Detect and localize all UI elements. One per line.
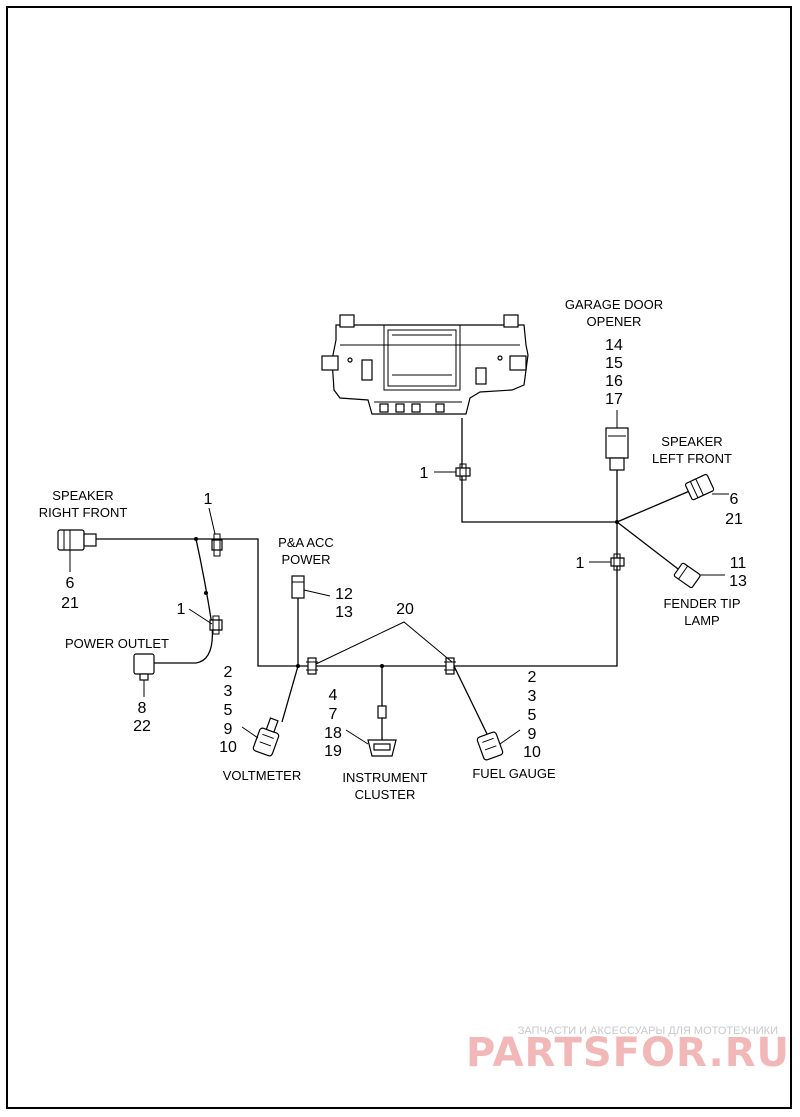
svg-text:15: 15 bbox=[605, 355, 623, 372]
garage-door-opener-numbers: 14 15 16 17 bbox=[605, 337, 623, 408]
svg-text:21: 21 bbox=[725, 511, 743, 528]
svg-text:13: 13 bbox=[335, 604, 353, 621]
svg-text:SPEAKER: SPEAKER bbox=[52, 488, 113, 503]
watermark-brand: PARTSFOR.RU bbox=[466, 1030, 790, 1076]
svg-text:LAMP: LAMP bbox=[684, 613, 719, 628]
fuel-gauge-numbers: 2 3 5 9 10 bbox=[523, 669, 541, 761]
power-outlet-label: POWER OUTLET bbox=[65, 636, 169, 651]
power-outlet-connector bbox=[133, 653, 155, 681]
speaker-left-front-numbers: 6 21 bbox=[725, 491, 743, 528]
svg-text:7: 7 bbox=[329, 706, 338, 723]
watermark-tagline: ЗАПЧАСТИ И АКСЕССУАРЫ ДЛЯ МОТОТЕХНИКИ bbox=[518, 1025, 778, 1037]
svg-text:3: 3 bbox=[224, 683, 233, 700]
mount-callout: 20 bbox=[396, 601, 414, 618]
speaker-right-front-connector bbox=[57, 529, 97, 551]
harness-clip-right bbox=[610, 553, 625, 571]
svg-text:CLUSTER: CLUSTER bbox=[355, 787, 416, 802]
svg-text:LEFT FRONT: LEFT FRONT bbox=[652, 451, 732, 466]
svg-text:12: 12 bbox=[335, 586, 353, 603]
svg-text:11: 11 bbox=[730, 555, 747, 572]
harness-clip-speaker bbox=[211, 533, 223, 557]
svg-text:22: 22 bbox=[133, 718, 151, 735]
clip-callout-right: 1 bbox=[576, 555, 585, 572]
svg-text:10: 10 bbox=[219, 739, 237, 756]
fender-tip-lamp-label: FENDER TIP LAMP bbox=[663, 596, 740, 628]
fender-tip-lamp-connector bbox=[673, 562, 701, 589]
svg-text:8: 8 bbox=[138, 700, 147, 717]
drawing-frame bbox=[6, 6, 792, 1109]
svg-text:OPENER: OPENER bbox=[587, 314, 642, 329]
garage-door-opener-connector bbox=[605, 427, 629, 471]
pa-acc-power-connector bbox=[291, 575, 305, 599]
svg-text:14: 14 bbox=[605, 337, 623, 354]
svg-text:INSTRUMENT: INSTRUMENT bbox=[342, 770, 427, 785]
svg-text:18: 18 bbox=[324, 725, 342, 742]
svg-text:4: 4 bbox=[329, 687, 338, 704]
clip-callout-speaker: 1 bbox=[204, 491, 213, 508]
svg-text:9: 9 bbox=[528, 726, 537, 743]
svg-text:16: 16 bbox=[605, 373, 623, 390]
clip-callout-outlet: 1 bbox=[177, 601, 186, 618]
speaker-left-front-connector bbox=[684, 473, 715, 501]
svg-text:5: 5 bbox=[528, 707, 537, 724]
voltmeter-label: VOLTMETER bbox=[223, 768, 302, 783]
fuel-gauge-connector bbox=[476, 731, 504, 761]
voltmeter-connector bbox=[252, 717, 280, 757]
svg-text:10: 10 bbox=[523, 744, 541, 761]
leader-lines bbox=[69, 410, 729, 745]
svg-text:SPEAKER: SPEAKER bbox=[661, 434, 722, 449]
svg-text:P&A ACC: P&A ACC bbox=[278, 535, 334, 550]
svg-text:2: 2 bbox=[528, 669, 537, 686]
pa-acc-power-numbers: 12 13 bbox=[335, 586, 353, 621]
svg-text:2: 2 bbox=[224, 664, 233, 681]
svg-text:GARAGE DOOR: GARAGE DOOR bbox=[565, 297, 663, 312]
instrument-cluster-numbers: 4 7 18 19 bbox=[324, 687, 342, 760]
mount-stud-left bbox=[306, 657, 318, 675]
voltmeter-numbers: 2 3 5 9 10 bbox=[219, 664, 237, 756]
svg-text:19: 19 bbox=[324, 743, 342, 760]
svg-text:POWER: POWER bbox=[281, 552, 330, 567]
instrument-cluster-label: INSTRUMENT CLUSTER bbox=[342, 770, 427, 802]
svg-text:9: 9 bbox=[224, 721, 233, 738]
harness-clip-outlet bbox=[209, 615, 223, 635]
svg-text:RIGHT FRONT: RIGHT FRONT bbox=[39, 505, 128, 520]
fuel-gauge-label: FUEL GAUGE bbox=[472, 766, 556, 781]
svg-text:17: 17 bbox=[605, 391, 623, 408]
garage-door-opener-label: GARAGE DOOR OPENER bbox=[565, 297, 663, 329]
power-outlet-numbers: 8 22 bbox=[133, 700, 151, 735]
svg-text:21: 21 bbox=[61, 595, 79, 612]
fender-tip-lamp-numbers: 11 13 bbox=[729, 555, 747, 590]
speaker-right-front-label: SPEAKER RIGHT FRONT bbox=[39, 488, 128, 520]
instrument-cluster-connector bbox=[367, 705, 397, 757]
svg-text:6: 6 bbox=[730, 491, 739, 508]
svg-text:6: 6 bbox=[66, 575, 75, 592]
svg-text:3: 3 bbox=[528, 688, 537, 705]
radio-bracket bbox=[321, 314, 529, 415]
speaker-left-front-label: SPEAKER LEFT FRONT bbox=[652, 434, 732, 466]
svg-text:13: 13 bbox=[729, 573, 747, 590]
svg-text:5: 5 bbox=[224, 702, 233, 719]
svg-text:FENDER TIP: FENDER TIP bbox=[663, 596, 740, 611]
speaker-right-front-numbers: 6 21 bbox=[61, 575, 79, 612]
mount-stud-right bbox=[444, 657, 456, 675]
clip-callout-top: 1 bbox=[420, 465, 429, 482]
pa-acc-power-label: P&A ACC POWER bbox=[278, 535, 334, 567]
harness-clip-top bbox=[455, 463, 471, 481]
harness-wires bbox=[96, 418, 693, 740]
